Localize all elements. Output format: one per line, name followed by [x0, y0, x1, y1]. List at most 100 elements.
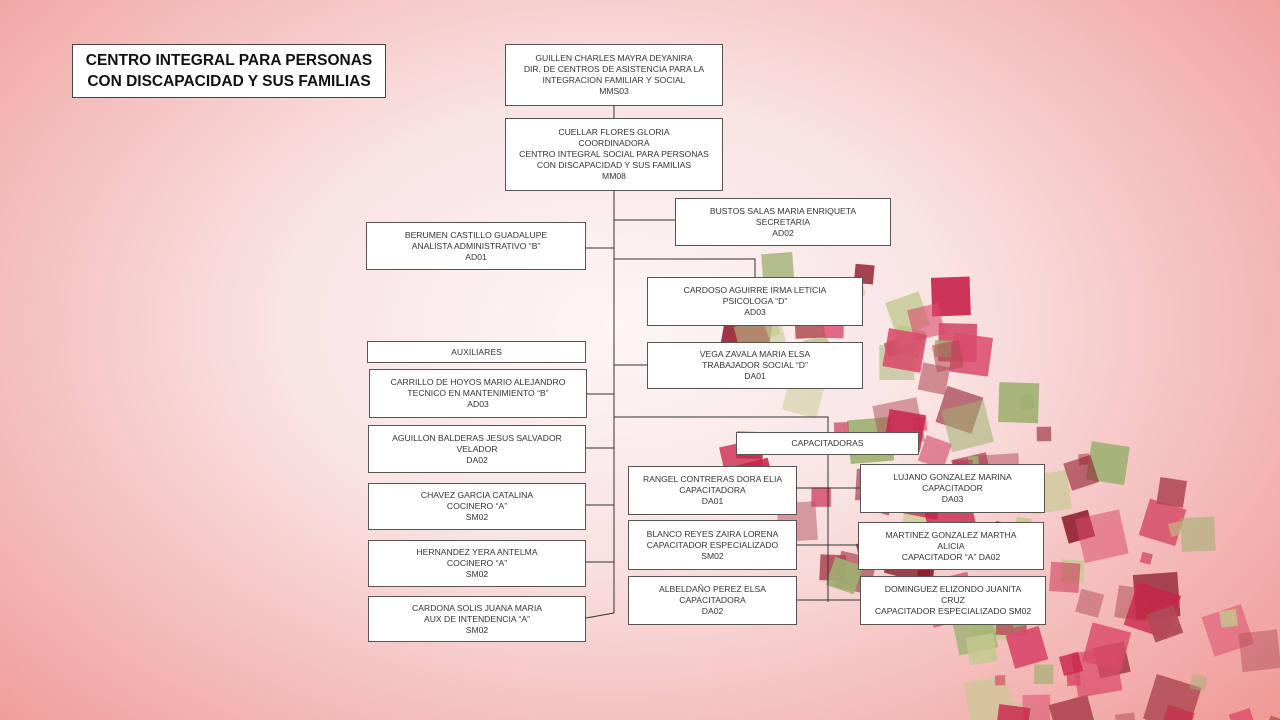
decorative-square	[1238, 629, 1280, 673]
decorative-square	[1075, 588, 1105, 618]
node-line: ANALISTA ADMINISTRATIVO “B”	[411, 240, 541, 251]
node-psicologa: CARDOSO AGUIRRE IRMA LETICIA PSICOLOGA “…	[647, 277, 863, 326]
node-line: AGUILLON BALDERAS JESUS SALVADOR	[392, 432, 562, 443]
node-line: DA02	[466, 454, 488, 465]
node-line: DA01	[701, 496, 724, 506]
node-line: HERNANDEZ YERA ANTELMA	[416, 547, 538, 557]
node-line: BLANCO REYES ZAIRA LORENA	[646, 528, 779, 539]
node-capacitadoras: CAPACITADORAS	[736, 432, 919, 455]
decorative-square	[1048, 694, 1098, 720]
decorative-square	[1114, 712, 1137, 720]
node-line: COCINERO “A”	[446, 558, 508, 568]
decorative-square	[1036, 426, 1052, 442]
node-line: ALBELDAÑO PEREZ ELSA	[659, 584, 766, 594]
node-line: ALICIA	[937, 540, 965, 551]
node-line: PSICOLOGA “D”	[722, 296, 788, 306]
node-line: COCINERO “A”	[446, 501, 508, 511]
node-blanco: BLANCO REYES ZAIRA LORENA CAPACITADOR ES…	[628, 520, 797, 570]
node-line: DIR. DE CENTROS DE ASISTENCIA PARA LA	[523, 64, 705, 74]
node-line: RANGEL CONTRERAS DORA ELIA	[642, 474, 783, 484]
decorative-square	[931, 340, 964, 373]
node-line: TECNICO EN MANTENIMIENTO “B”	[407, 388, 549, 398]
decorative-square	[1228, 708, 1257, 720]
node-line: SM02	[465, 624, 489, 635]
node-line: VEGA ZAVALA MARIA ELSA	[699, 349, 811, 359]
node-dominguez: DOMINGUEZ ELIZONDO JUANITA CRUZ CAPACITA…	[860, 576, 1046, 625]
node-line: DA03	[941, 494, 964, 504]
node-line: CARRILLO DE HOYOS MARIO ALEJANDRO	[390, 377, 566, 387]
node-intendencia: CARDONA SOLIS JUANA MARIA AUX DE INTENDE…	[368, 596, 586, 642]
decorative-square	[930, 276, 971, 317]
decorative-square	[1139, 551, 1153, 565]
decorative-square	[1189, 673, 1208, 692]
node-line: LUJANO GONZALEZ MARINA	[893, 472, 1012, 482]
node-albeldano: ALBELDAÑO PEREZ ELSA CAPACITADORA DA02	[628, 576, 797, 625]
node-line: SM02	[465, 569, 489, 579]
node-line: CAPACITADOR ESPECIALIZADO SM02	[874, 606, 1032, 616]
node-line: AD03	[744, 307, 766, 317]
node-line: SM02	[701, 550, 724, 561]
node-line: CAPACITADOR	[922, 483, 983, 493]
decorative-square	[995, 703, 1031, 720]
node-line: MM08	[602, 171, 626, 181]
node-line: GUILLEN CHARLES MAYRA DEYANIRA	[535, 53, 693, 63]
node-line: CARDOSO AGUIRRE IRMA LETICIA	[683, 285, 827, 295]
decorative-square	[917, 435, 953, 470]
decorative-square	[1219, 609, 1239, 628]
node-auxiliares: AUXILIARES	[367, 341, 586, 363]
node-director: GUILLEN CHARLES MAYRA DEYANIRA DIR. DE C…	[505, 44, 723, 106]
node-line: DOMINGUEZ ELIZONDO JUANITA	[884, 584, 1022, 594]
chart-title-line-1: CENTRO INTEGRAL PARA PERSONAS	[85, 52, 373, 69]
decorative-square	[1168, 520, 1185, 537]
node-line: INTEGRACION FAMILIAR Y SOCIAL	[542, 75, 686, 85]
node-line: SM02	[465, 512, 489, 522]
decorative-square	[811, 487, 831, 507]
node-line: AD03	[467, 399, 489, 409]
node-line: CUELLAR FLORES GLORIA	[558, 127, 670, 137]
decorative-square	[761, 251, 795, 286]
node-line: AUX DE INTENDENCIA “A”	[423, 613, 530, 624]
node-line: CRUZ	[941, 595, 965, 605]
decorative-square	[1060, 559, 1085, 584]
node-line: DA02	[701, 606, 724, 616]
node-line: CAPACITADORAS	[791, 438, 864, 448]
node-line: BUSTOS SALAS MARIA ENRIQUETA	[709, 205, 857, 216]
node-line: MMS03	[599, 86, 629, 96]
node-cocinero-1: CHAVEZ GARCIA CATALINA COCINERO “A” SM02	[368, 483, 586, 530]
node-line: CON DISCAPACIDAD Y SUS FAMILIAS	[536, 160, 692, 170]
decorative-square	[1033, 664, 1054, 684]
decorative-square	[1049, 561, 1081, 594]
node-analista: BERUMEN CASTILLO GUADALUPE ANALISTA ADMI…	[366, 222, 586, 270]
node-line: CHAVEZ GARCIA CATALINA	[420, 490, 534, 500]
node-line: CARDONA SOLIS JUANA MARIA	[412, 602, 542, 613]
decorative-square	[1058, 651, 1084, 677]
node-line: CAPACITADOR ESPECIALIZADO	[646, 539, 779, 550]
node-coordinadora: CUELLAR FLORES GLORIA COORDINADORA CENTR…	[505, 118, 723, 191]
decorative-square	[1063, 454, 1100, 491]
chart-title: CENTRO INTEGRAL PARA PERSONAS CON DISCAP…	[72, 44, 386, 98]
node-velador: AGUILLON BALDERAS JESUS SALVADOR VELADOR…	[368, 425, 586, 473]
decorative-square	[941, 399, 994, 453]
decorative-square	[1018, 393, 1035, 411]
decorative-square	[998, 382, 1040, 424]
node-line: MARTINEZ GONZALEZ MARTHA	[885, 529, 1017, 540]
decorative-square	[994, 675, 1006, 686]
chart-title-line-2: CON DISCAPACIDAD Y SUS FAMILIAS	[87, 73, 371, 90]
node-line: AUXILIARES	[451, 346, 502, 357]
node-line: VELADOR	[456, 443, 498, 454]
decorative-square	[907, 302, 946, 342]
decorative-square	[1266, 715, 1280, 720]
node-cocinero-2: HERNANDEZ YERA ANTELMA COCINERO “A” SM02	[368, 540, 586, 587]
node-line: SECRETARIA	[755, 216, 811, 227]
node-tecnico: CARRILLO DE HOYOS MARIO ALEJANDRO TECNIC…	[369, 369, 587, 418]
node-secretaria: BUSTOS SALAS MARIA ENRIQUETA SECRETARIA …	[675, 198, 891, 246]
node-trabajador-social: VEGA ZAVALA MARIA ELSA TRABAJADOR SOCIAL…	[647, 342, 863, 389]
node-line: CAPACITADORA	[679, 485, 746, 495]
decorative-square	[1145, 604, 1184, 643]
decorative-square	[1180, 516, 1216, 552]
decorative-square	[1075, 509, 1129, 564]
node-line: COORDINADORA	[578, 138, 650, 148]
decorative-square	[825, 556, 864, 595]
decorative-square	[1005, 626, 1049, 669]
decorative-square	[1082, 622, 1132, 672]
